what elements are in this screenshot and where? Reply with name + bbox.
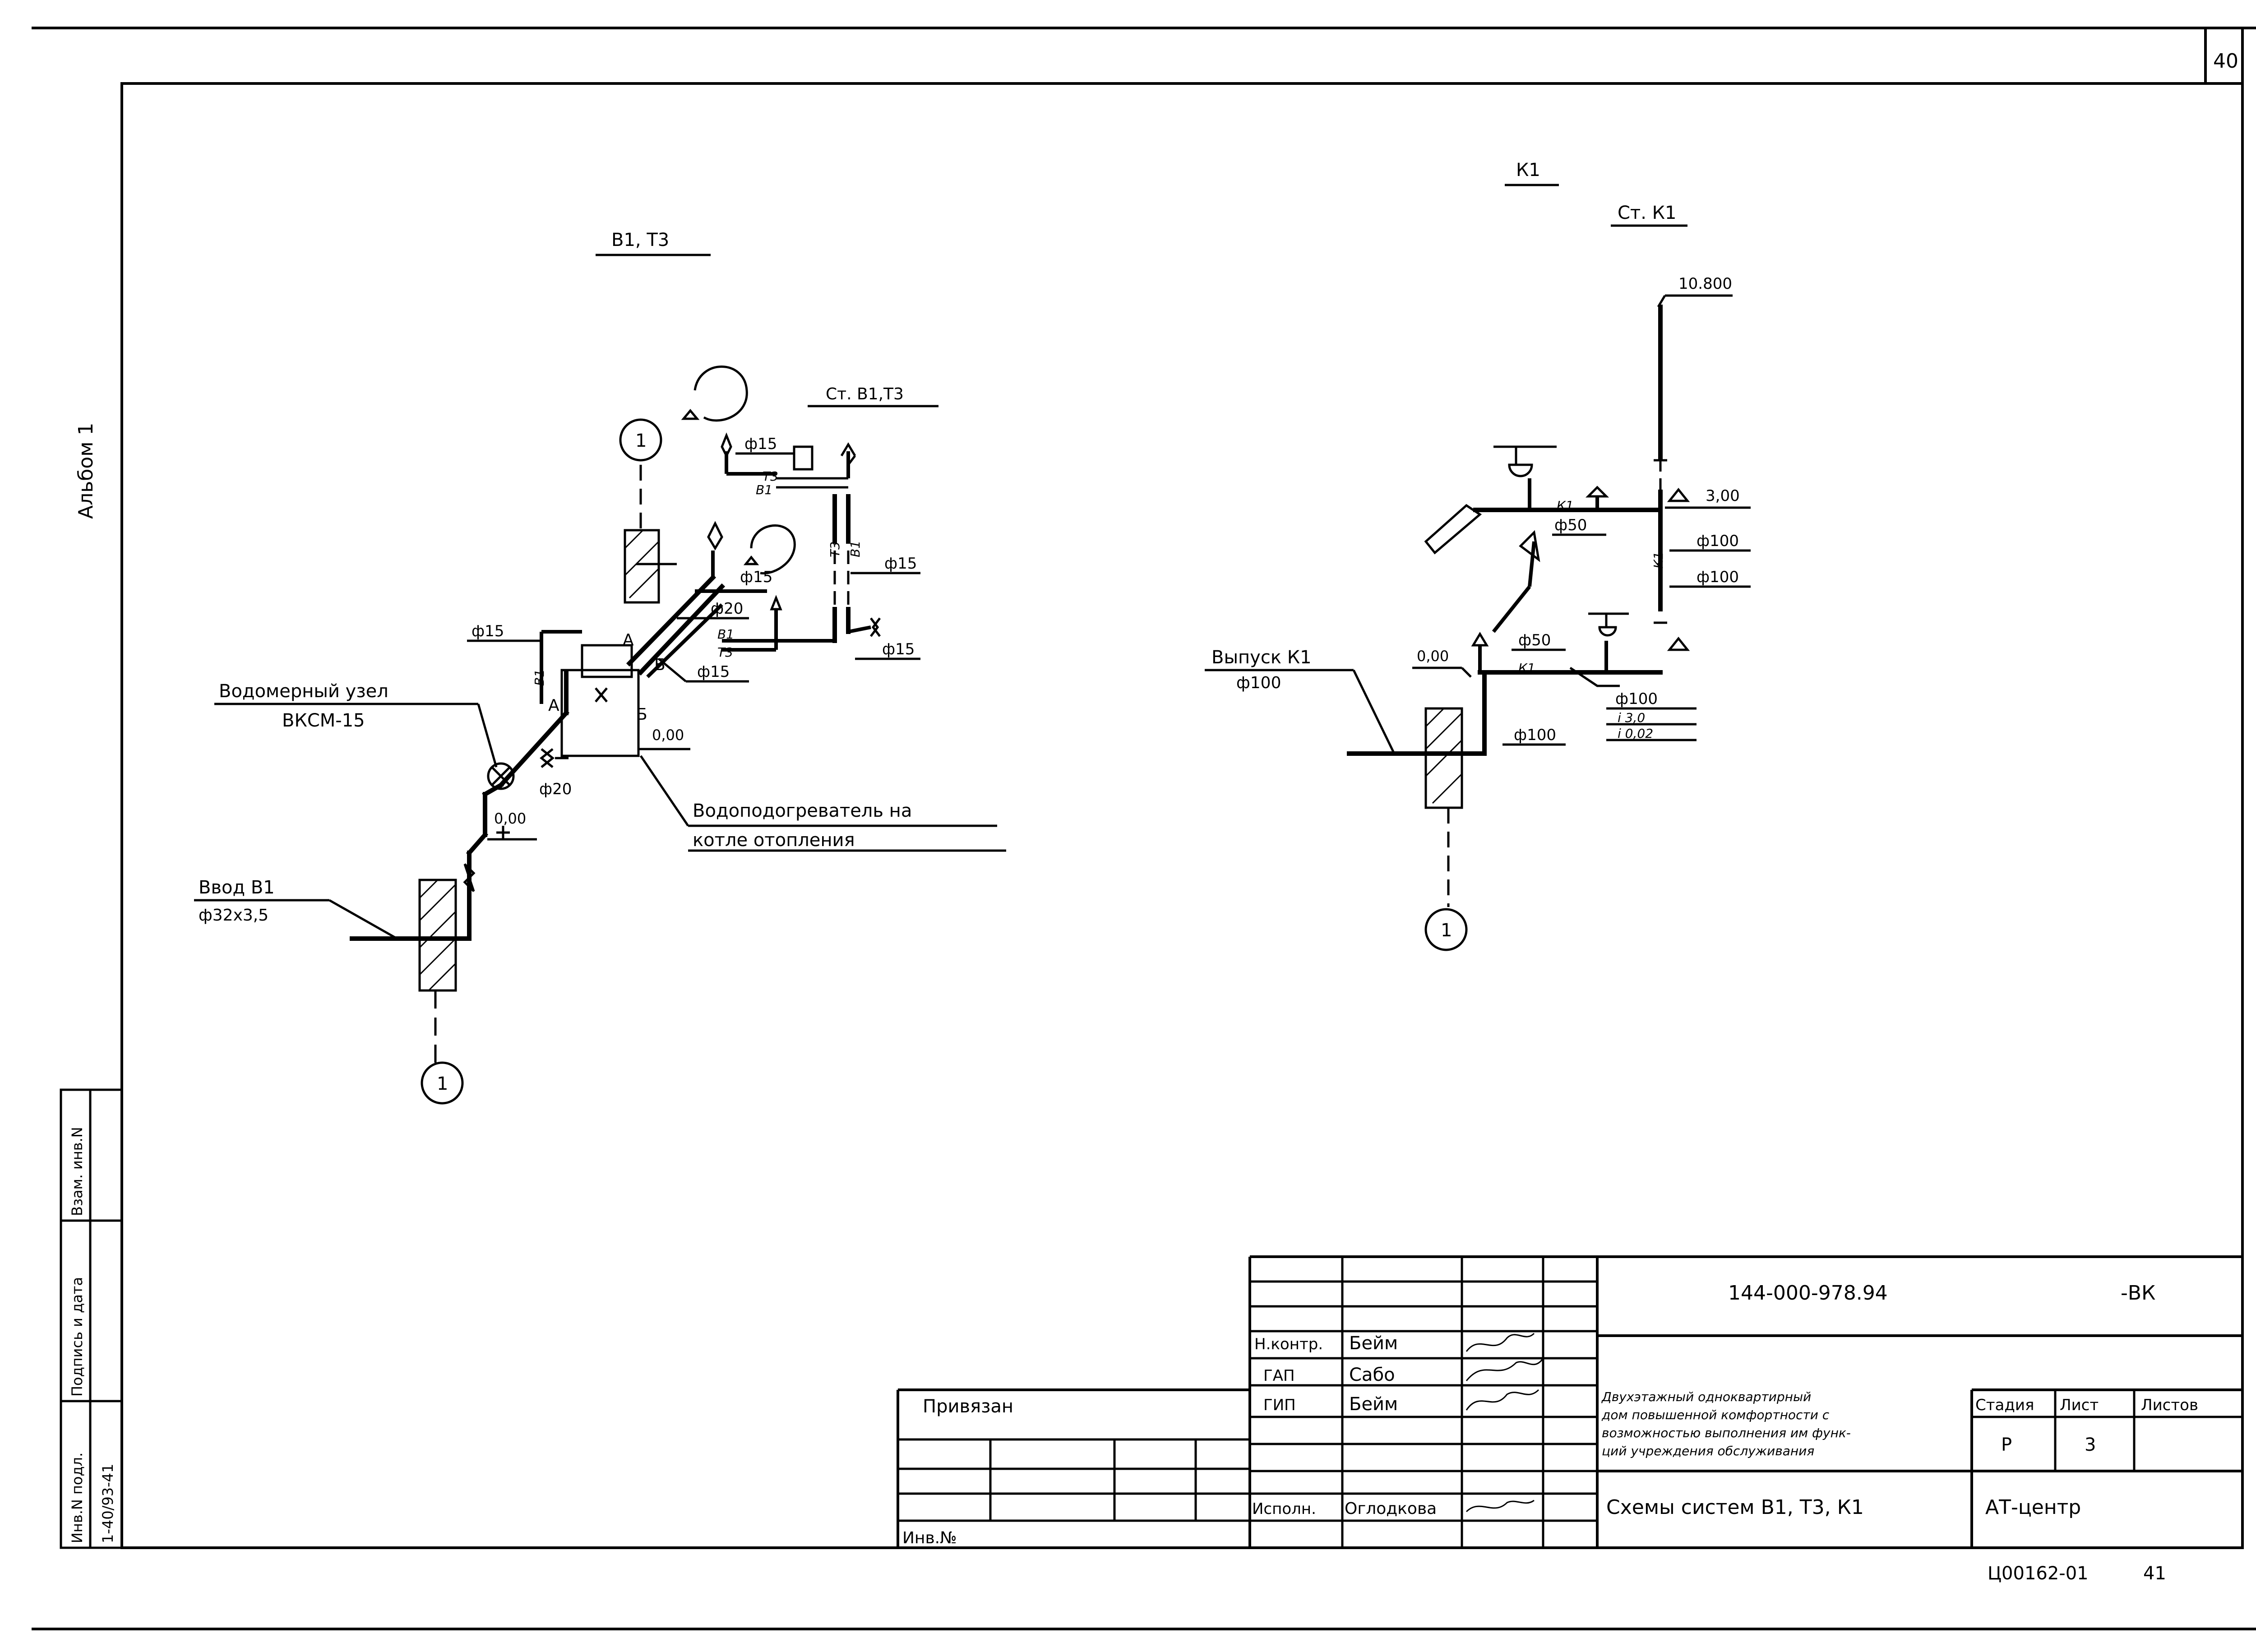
heater-label-2: котле отопления <box>693 830 855 851</box>
d20-mid: ф20 <box>711 600 743 618</box>
sheet-label: Лист <box>2060 1396 2099 1414</box>
role-gip: ГИП <box>1263 1396 1296 1414</box>
slope-a: i 3,0 <box>1618 710 1645 725</box>
riser-b1t3-label: Ст. В1,Т3 <box>826 385 904 403</box>
label-t3-riser: Т3 <box>828 541 842 557</box>
meter-label-1: Водомерный узел <box>219 681 388 702</box>
project-line-4: ций учреждения обслуживания <box>1602 1444 1814 1458</box>
elev-000-k1: 0,00 <box>1417 648 1449 665</box>
label-k1-lower: К1 <box>1518 661 1535 676</box>
stage-value: Р <box>2001 1435 2012 1455</box>
role-gap: ГАП <box>1263 1367 1295 1385</box>
project-line-1: Двухэтажный одноквартирный <box>1601 1389 1811 1404</box>
water-meter-symbol <box>487 762 515 790</box>
d50-upper: ф50 <box>1554 516 1587 534</box>
sheet-value: 3 <box>2085 1435 2096 1455</box>
d15-riser-top: ф15 <box>884 555 917 573</box>
scheme-k1-title: К1 <box>1516 160 1540 180</box>
wall-section-k1 <box>1424 707 1463 907</box>
label-b1-riser: В1 <box>532 669 547 686</box>
outlet-size: ф100 <box>1236 674 1281 692</box>
slope-b: i 0,02 <box>1618 726 1653 741</box>
label-t3-branch: Т3 <box>717 645 733 660</box>
elev-000-inlet: 0,00 <box>494 810 526 827</box>
archive-page: 41 <box>2143 1563 2166 1584</box>
d100-lower: ф100 <box>1615 690 1658 708</box>
name-n-kontr: Бейм <box>1349 1333 1398 1354</box>
inlet-size: ф32х3,5 <box>199 906 268 925</box>
heater-label-1: Водоподогреватель на <box>693 801 912 821</box>
mark-a-2: А <box>623 631 634 649</box>
inv-podl-label: Инв.N подл. <box>69 1453 86 1543</box>
project-line-3: возможностью выполнения им функ- <box>1602 1425 1851 1440</box>
sheet-frame: 40 <box>32 27 2256 1630</box>
wall-section-upper <box>624 465 677 604</box>
axis-1-upper-label: 1 <box>635 430 647 451</box>
privyazan-label: Привязан <box>923 1396 1013 1417</box>
signature-marks <box>1465 1333 1544 1513</box>
label-b1-branch: В1 <box>717 627 734 642</box>
d15-top: ф15 <box>744 435 777 453</box>
label-b1-riser2: В1 <box>848 541 863 557</box>
label-k1-upper: К1 <box>1557 498 1574 513</box>
elev-top: 10.800 <box>1678 275 1732 293</box>
scheme-k1: К1 Ст. К1 10.800 К1 К1 ф50 3,00 ф100 ф10… <box>1205 160 1751 951</box>
name-gip: Бейм <box>1349 1394 1398 1415</box>
axis-bubble-1-left <box>421 1061 464 1105</box>
drawing-title: Схемы систем В1, Т3, К1 <box>1606 1496 1864 1519</box>
riser-k1-label: Ст. К1 <box>1618 203 1677 223</box>
stage-label: Стадия <box>1975 1396 2034 1414</box>
d100-upper: ф100 <box>1697 532 1739 550</box>
label-b1-top: В1 <box>756 482 772 497</box>
elev-300: 3,00 <box>1706 487 1740 505</box>
vzam-inv-label: Взам. инв.N <box>69 1127 86 1216</box>
d15-left: ф15 <box>472 622 504 640</box>
inlet-label: Ввод В1 <box>199 877 275 898</box>
d100-riser: ф100 <box>1697 568 1739 586</box>
name-ispoln: Оглодкова <box>1345 1499 1437 1518</box>
company-name: АТ-центр <box>1985 1496 2081 1519</box>
signature-date-label: Подпись и дата <box>69 1277 86 1397</box>
elev-000-heater: 0,00 <box>652 727 684 744</box>
inv-podl-value: 1-40/93-41 <box>99 1464 116 1543</box>
axis-bubble-1-k1 <box>1424 908 1468 951</box>
album-label: Альбом 1 <box>74 423 97 519</box>
outlet-label: Выпуск К1 <box>1211 647 1312 668</box>
doc-code: 144-000-978.94 <box>1728 1282 1888 1305</box>
d100-outlet: ф100 <box>1514 726 1556 744</box>
archive-code: Ц00162-01 <box>1988 1563 2089 1584</box>
axis-1-k1-label: 1 <box>1441 920 1452 941</box>
label-t3-top: Т3 <box>763 469 778 484</box>
role-ispoln: Исполн. <box>1252 1500 1316 1518</box>
axis-1-left-label: 1 <box>437 1074 448 1094</box>
doc-suffix: -ВК <box>2121 1282 2155 1305</box>
scheme-b1-t3: В1, Т3 Ст. В1,Т3 1 0,00 <box>194 230 1006 1105</box>
meter-label-2: ВКСМ-15 <box>282 710 365 731</box>
title-block: Привязан Инв.№ Н.контр. Бейм ГАП Сабо ГИ… <box>897 1255 2242 1584</box>
d15-branch: ф15 <box>697 663 730 681</box>
role-n-kontr: Н.контр. <box>1254 1335 1323 1353</box>
d20-meter: ф20 <box>539 780 572 798</box>
sheets-label: Листов <box>2141 1396 2198 1414</box>
d15-riser-bottom: ф15 <box>882 640 915 658</box>
name-gap: Сабо <box>1349 1365 1395 1385</box>
inv-no-label: Инв.№ <box>902 1529 957 1547</box>
d50-lower: ф50 <box>1518 631 1551 649</box>
wall-section-inlet <box>418 879 457 1069</box>
heater-boiler: 0,00 А А Б Б <box>548 631 690 757</box>
left-stamp: Инв.N подл. 1-40/93-41 Подпись и дата Вз… <box>60 1088 123 1549</box>
axis-bubble-1-upper <box>619 418 662 462</box>
sheet-number: 40 <box>2213 50 2238 73</box>
scheme-b1t3-title: В1, Т3 <box>611 230 669 250</box>
mark-a-1: А <box>548 696 559 715</box>
label-k1-riser: К1 <box>1651 551 1666 569</box>
d15-mid: ф15 <box>740 568 772 586</box>
project-line-2: дом повышенной комфортности с <box>1601 1407 1830 1422</box>
